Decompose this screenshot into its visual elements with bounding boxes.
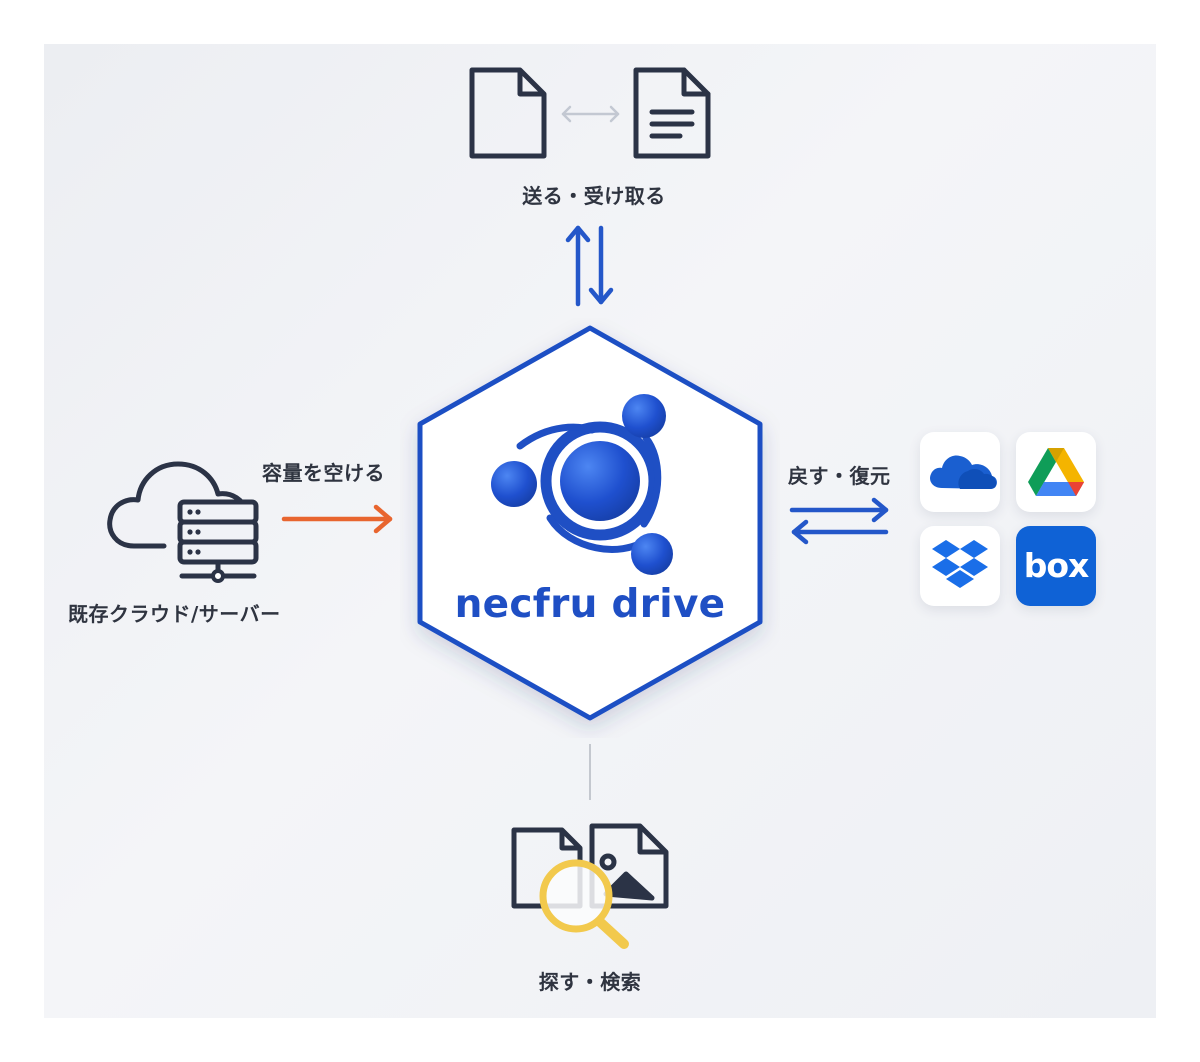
necfru-logo-icon	[491, 394, 673, 575]
cloud-server-icon	[107, 461, 259, 583]
dropbox-tile	[920, 526, 1000, 606]
onedrive-tile	[920, 432, 1000, 512]
search-label: 探す・検索	[538, 970, 642, 994]
google-drive-icon	[1028, 448, 1084, 496]
free-capacity-arrow	[281, 504, 393, 534]
box-icon: box	[1023, 546, 1090, 585]
image-file-icon	[589, 823, 669, 909]
double-arrow-icon	[561, 105, 620, 123]
restore-exchange-arrows	[789, 497, 889, 545]
product-name: necfru drive	[454, 582, 726, 627]
blank-document-icon	[469, 67, 547, 159]
restore-label: 戻す・復元	[788, 464, 891, 488]
google-drive-tile	[1016, 432, 1096, 512]
dropbox-icon	[932, 540, 988, 588]
magnifier-icon	[539, 859, 629, 949]
necfru-hexagon	[417, 325, 763, 721]
existing-cloud-server-label: 既存クラウド/サーバー	[68, 602, 281, 626]
onedrive-icon	[930, 455, 997, 489]
free-capacity-label: 容量を空ける	[262, 461, 385, 485]
vertical-exchange-arrows	[565, 225, 614, 307]
send-receive-label: 送る・受け取る	[522, 184, 666, 208]
file-search-icon	[511, 823, 669, 949]
send-receive-icons	[469, 67, 711, 159]
text-document-icon	[633, 67, 711, 159]
box-tile: box	[1016, 526, 1096, 606]
search-connector-line	[589, 744, 591, 800]
